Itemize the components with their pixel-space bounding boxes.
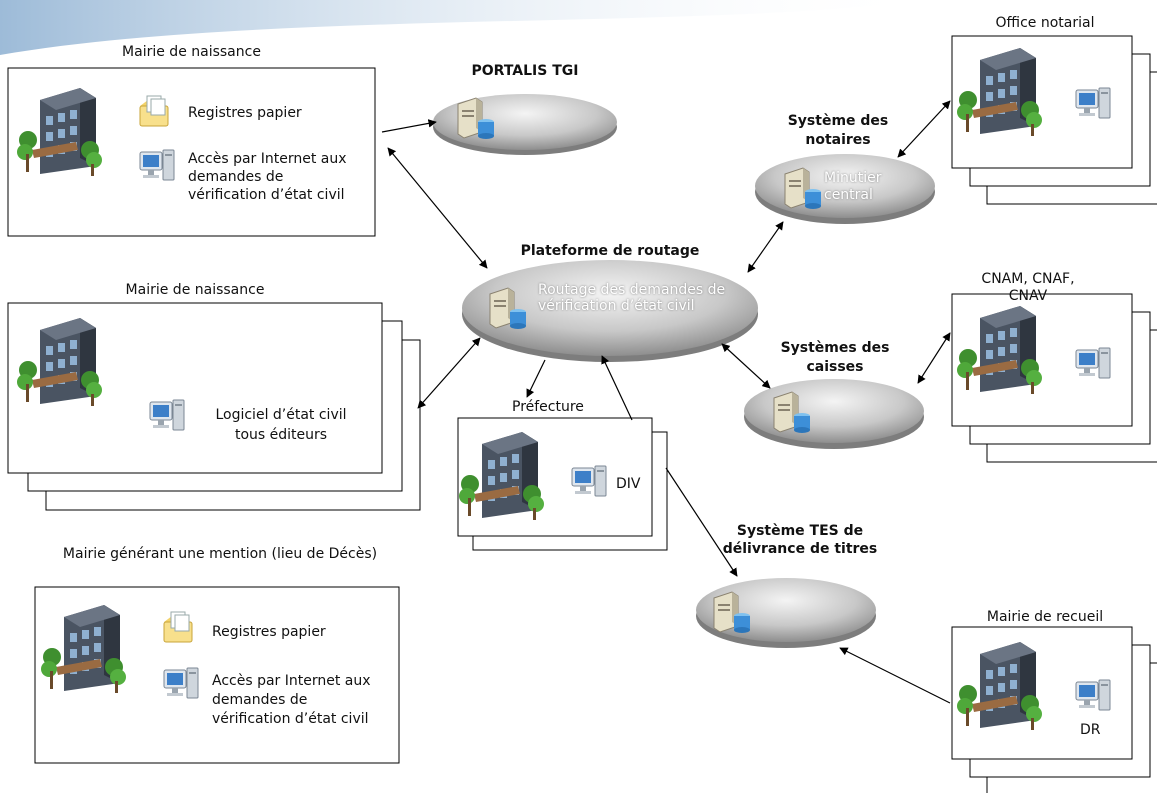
- funds-platform: [744, 379, 924, 449]
- banner-swoosh: [0, 0, 930, 55]
- computer-icon: [149, 399, 185, 431]
- arrow-software-routing: [417, 337, 481, 409]
- portalis-title: PORTALIS TGI: [471, 63, 579, 79]
- birth-hall-top-title: Mairie de naissance: [122, 44, 261, 60]
- funds-office-title: CNAM, CNAF, CNAV: [981, 271, 1075, 304]
- death-hall-title: Mairie générant une mention (lieu de Déc…: [62, 546, 378, 562]
- arrow-birthhall-routing: [387, 147, 488, 269]
- routing-inner-text: Routage des demandes de vérification d’é…: [538, 282, 726, 314]
- computer-icon: [1075, 679, 1111, 711]
- notaries-title: Système des notaires: [787, 113, 889, 148]
- birth-hall-top-item2: Accès par Internet aux demandes de vérif…: [188, 151, 347, 203]
- arrow-notaries-office: [897, 100, 951, 158]
- routing-title: Plateforme de routage: [520, 243, 700, 259]
- notary-office-title: Office notarial: [995, 15, 1095, 31]
- death-hall-item2: Accès par Internet aux demandes de vérif…: [212, 673, 371, 727]
- birth-hall-bottom-item1: Logiciel d’état civil tous éditeurs: [215, 407, 347, 443]
- tes-platform: [696, 578, 876, 648]
- prefecture-div-label: DIV: [616, 476, 641, 492]
- collect-hall-dr-label: DR: [1080, 722, 1101, 738]
- computer-icon: [1075, 347, 1111, 379]
- computer-icon: [139, 149, 175, 181]
- arrow-routing-notaries: [747, 221, 784, 273]
- tes-title: Système TES de délivrance de titres: [722, 523, 878, 557]
- computer-icon: [1075, 87, 1111, 119]
- prefecture-title: Préfecture: [512, 399, 584, 415]
- computer-icon: [571, 465, 607, 497]
- funds-title: Systèmes des caisses: [780, 340, 890, 375]
- arrow-routing-funds: [721, 343, 771, 389]
- arrow-birthhall-portalis: [381, 119, 437, 133]
- birth-hall-bottom-title: Mairie de naissance: [125, 282, 265, 298]
- arrow-prefecture-tes: [665, 467, 738, 577]
- arrow-prefecture-routing: [601, 355, 633, 421]
- arrow-routing-prefecture: [526, 359, 546, 398]
- notaries-inner-text: Minutier central: [824, 170, 882, 203]
- notaries-platform: [755, 154, 935, 224]
- collect-hall-title: Mairie de recueil: [986, 609, 1104, 625]
- birth-hall-top-item1: Registres papier: [188, 105, 302, 121]
- portalis-platform: [433, 94, 617, 155]
- death-hall-item1: Registres papier: [212, 624, 326, 640]
- routing-platform: [462, 260, 758, 362]
- arrow-collect-tes: [839, 647, 951, 704]
- computer-icon: [163, 667, 199, 699]
- arrow-funds-office: [917, 332, 951, 384]
